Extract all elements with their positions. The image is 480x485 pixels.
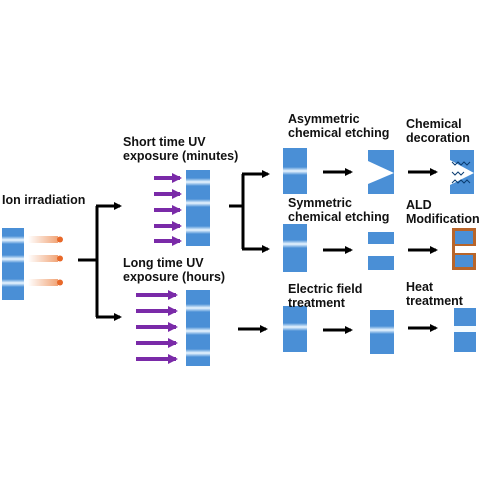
branch-arrows-short-uv: [229, 170, 270, 253]
label-ion-irradiation: Ion irradiation: [2, 193, 86, 207]
ion-irradiated-membrane: [2, 228, 24, 300]
electric-field-membrane: [283, 306, 307, 352]
label-asym-etch: Asymmetric chemical etching: [288, 112, 390, 140]
short-uv-arrows: [154, 173, 182, 246]
label-long-uv: Long time UV exposure (hours): [123, 256, 226, 284]
heat-treated-membrane: [454, 308, 476, 352]
asym-cone-membrane: [368, 150, 394, 194]
electric-treated-membrane: [370, 310, 394, 354]
label-chemical-decoration: Chemical decoration: [406, 117, 470, 145]
label-sym-etch: Symmetric chemical etching: [288, 196, 390, 224]
label-heat-treatment: Heat treatment: [406, 280, 463, 308]
long-uv-arrows: [136, 290, 178, 364]
long-uv-membrane: [186, 290, 210, 366]
asym-etch-membrane: [283, 148, 307, 194]
label-ald-modification: ALD Modification: [406, 198, 480, 226]
sym-etch-membrane: [283, 224, 307, 272]
branch-arrows-main: [78, 202, 122, 321]
sym-etched-membrane: [368, 232, 394, 270]
ald-coated-membrane: [452, 228, 476, 270]
ion-beam-group: [28, 236, 63, 286]
short-uv-membrane: [186, 170, 210, 246]
decorated-cone-membrane: [450, 150, 474, 194]
label-short-uv: Short time UV exposure (minutes): [123, 135, 239, 163]
label-electric-field: Electric field treatment: [288, 282, 363, 310]
